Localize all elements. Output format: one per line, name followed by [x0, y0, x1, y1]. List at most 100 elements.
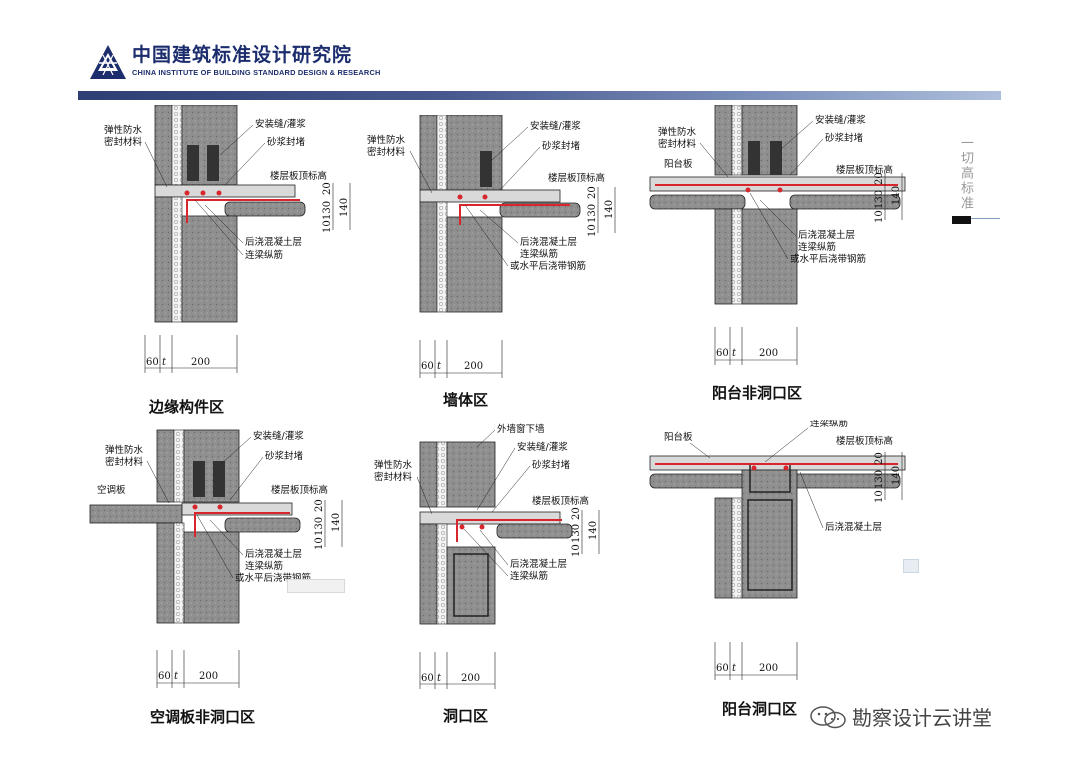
panel-opening: 60 t 200 10 130 20 140 弹性防水 密封材料 外墙窗下墙 安…: [374, 423, 600, 689]
dim-60: 60: [421, 673, 434, 684]
page-header: 中国建筑标准设计研究院 CHINA INSTITUTE OF BUILDING …: [0, 0, 1080, 100]
dim-60: 60: [158, 671, 171, 682]
label-elev: 楼层板顶标高: [270, 170, 327, 182]
dim-v20: 20: [874, 172, 885, 185]
label-grout: 安装缝/灌浆: [517, 441, 568, 453]
label-balcony: 阳台板: [664, 158, 693, 170]
label-topping: 后浇混凝土层: [510, 558, 567, 570]
dim-v10: 10: [571, 544, 582, 557]
watermark: 勘察设计云讲堂: [808, 702, 1048, 732]
label-ac: 空调板: [97, 484, 126, 496]
dim-v20: 20: [322, 182, 333, 195]
label-elev: 楼层板顶标高: [271, 484, 328, 496]
dim-t: t: [732, 348, 737, 359]
dim-v10: 10: [314, 537, 325, 550]
dim-60: 60: [716, 663, 729, 674]
label-rebar: 连梁纵筋: [810, 420, 848, 429]
label-mortar: 砂浆封堵: [267, 136, 306, 148]
wechat-icon: [810, 706, 846, 729]
dim-v10: 10: [874, 490, 885, 503]
label-mortar: 砂浆封堵: [265, 450, 304, 462]
panel-wall: 60 t 200 10 130 20 140 弹性防水 密封材料 安装缝/灌浆 …: [367, 115, 616, 378]
label-rebar: 连梁纵筋: [245, 560, 283, 572]
org-name-cn: 中国建筑标准设计研究院: [132, 44, 353, 66]
dim-200: 200: [191, 357, 210, 368]
label-topping: 后浇混凝土层: [245, 236, 302, 248]
dim-v20: 20: [587, 186, 598, 199]
dim-60: 60: [716, 348, 729, 359]
label-elev: 楼层板顶标高: [548, 172, 605, 184]
dim-v140: 140: [891, 186, 902, 205]
tooltip-overlay: [287, 579, 345, 593]
edge-tab: [903, 559, 919, 573]
dim-200: 200: [759, 348, 778, 359]
label-elev: 楼层板顶标高: [836, 435, 893, 447]
label-elev: 楼层板顶标高: [836, 164, 893, 176]
label-seal2: 密封材料: [105, 456, 144, 468]
label-seal2: 密封材料: [104, 136, 143, 148]
dim-v130: 130: [587, 204, 598, 223]
watermark-text: 勘察设计云讲堂: [852, 706, 992, 730]
dim-t: t: [174, 671, 179, 682]
label-alt: 或水平后浇带钢筋: [790, 253, 866, 265]
panel-ac-solid: 60 t 200 10 130 20 140 弹性防水 密封材料 空调板 安装缝…: [89, 429, 343, 688]
dim-200: 200: [464, 361, 483, 372]
label-seal: 弹性防水: [104, 124, 143, 136]
dim-200: 200: [759, 663, 778, 674]
label-balcony: 阳台板: [664, 431, 693, 443]
dim-v140: 140: [339, 198, 350, 217]
dim-v130: 130: [874, 470, 885, 489]
dim-v10: 10: [322, 220, 333, 233]
label-topping: 后浇混凝土层: [798, 229, 855, 241]
header-bar: [78, 91, 1001, 100]
label-seal: 弹性防水: [374, 459, 413, 471]
dim-v10: 10: [587, 224, 598, 237]
label-grout: 安装缝/灌浆: [530, 120, 581, 132]
dim-v130: 130: [322, 201, 333, 220]
dim-t: t: [437, 673, 442, 684]
label-mortar: 砂浆封堵: [532, 459, 571, 471]
dim-v140: 140: [604, 200, 615, 219]
institute-logo: [90, 45, 126, 79]
dim-v130: 130: [874, 190, 885, 209]
side-line: [952, 218, 1000, 219]
label-window: 外墙窗下墙: [497, 423, 545, 435]
label-topping: 后浇混凝土层: [520, 236, 577, 248]
label-elev: 楼层板顶标高: [532, 495, 589, 507]
panel-edge-member: 60 t 200 10 130 20 140 弹性防水 密封材料 安装缝/灌浆 …: [104, 105, 351, 373]
dim-v130: 130: [314, 517, 325, 536]
label-seal2: 密封材料: [367, 146, 406, 158]
dim-v140: 140: [891, 466, 902, 485]
label-seal2: 密封材料: [374, 471, 413, 483]
label-seal: 弹性防水: [658, 126, 697, 138]
dim-v10: 10: [874, 210, 885, 223]
caption-opening: 洞口区: [443, 707, 489, 725]
dim-t: t: [162, 357, 167, 368]
dim-v140: 140: [331, 513, 342, 532]
dim-v20: 20: [314, 499, 325, 512]
label-rebar: 连梁纵筋: [245, 249, 283, 261]
caption-balcony-opening: 阳台洞口区: [722, 700, 798, 718]
caption-balcony-solid: 阳台非洞口区: [712, 384, 803, 402]
caption-ac-solid: 空调板非洞口区: [150, 708, 256, 726]
caption-edge-member: 边缘构件区: [149, 398, 225, 416]
caption-wall: 墙体区: [443, 391, 489, 409]
dim-200: 200: [461, 673, 480, 684]
org-name-en: CHINA INSTITUTE OF BUILDING STANDARD DES…: [132, 68, 381, 77]
label-mortar: 砂浆封堵: [542, 140, 581, 152]
label-seal: 弹性防水: [367, 134, 406, 146]
dim-t: t: [732, 663, 737, 674]
label-rebar: 连梁纵筋: [520, 248, 558, 260]
side-tag: 一切高标准: [958, 136, 973, 211]
dim-60: 60: [421, 361, 434, 372]
label-topping: 后浇混凝土层: [825, 521, 882, 533]
label-topping: 后浇混凝土层: [245, 548, 302, 560]
label-rebar: 连梁纵筋: [798, 241, 836, 253]
label-mortar: 砂浆封堵: [825, 132, 864, 144]
dim-t: t: [437, 361, 442, 372]
dim-200: 200: [199, 671, 218, 682]
label-grout: 安装缝/灌浆: [255, 118, 306, 130]
dim-v140: 140: [588, 521, 599, 540]
label-seal: 弹性防水: [105, 444, 144, 456]
panel-balcony-opening: 60 t 200 10 130 20 140 阳台板 连梁纵筋 楼层板顶标高 后…: [649, 420, 906, 680]
